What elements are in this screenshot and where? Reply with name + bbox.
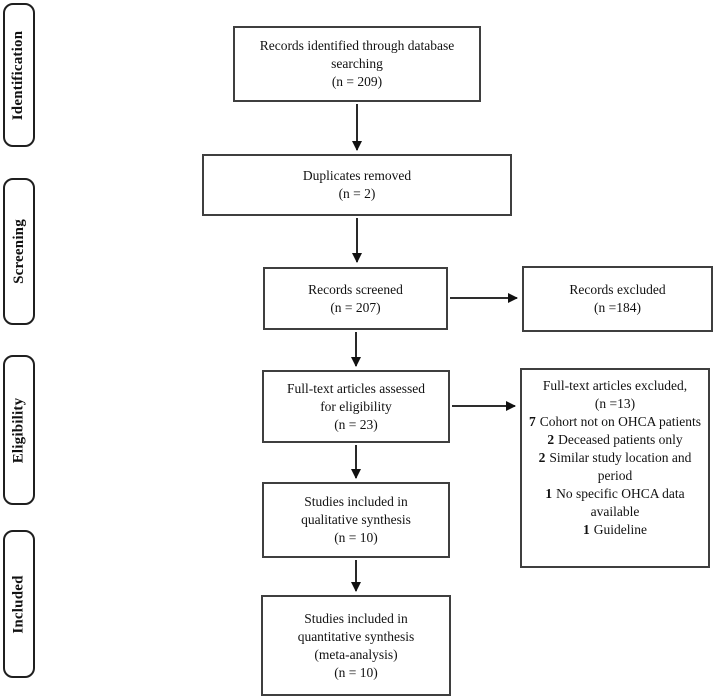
- stage-identification-label: Identification: [10, 30, 27, 120]
- stage-screening-label: Screening: [10, 219, 27, 284]
- stage-eligibility: Eligibility: [3, 355, 35, 505]
- exclusion-reason-3-count: 2: [538, 450, 546, 465]
- stage-identification: Identification: [3, 3, 35, 147]
- exclusion-reason-1-text: Cohort not on OHCA patients: [539, 414, 701, 429]
- box-records-screened-label: Records screened (n = 207): [308, 281, 403, 315]
- box-records-identified: Records identified through database sear…: [233, 26, 481, 102]
- box-records-screened: Records screened (n = 207): [263, 267, 448, 330]
- box-qualitative-synthesis-label: Studies included in qualitative synthesi…: [301, 494, 411, 545]
- box-qualitative-synthesis: Studies included in qualitative synthesi…: [262, 482, 450, 558]
- stage-included: Included: [3, 530, 35, 678]
- stage-eligibility-label: Eligibility: [10, 397, 27, 463]
- exclusion-reason-5-count: 1: [583, 522, 590, 537]
- exclusion-reason-3-text: Similar study location and period: [549, 450, 692, 483]
- box-quantitative-synthesis: Studies included in quantitative synthes…: [261, 595, 451, 696]
- exclusion-reason-2-text: Deceased patients only: [558, 432, 683, 447]
- exclusion-reason-2-count: 2: [547, 432, 555, 447]
- exclusion-reason-4-text: No specific OHCA data available: [556, 486, 685, 519]
- box-fulltext-excluded-header: Full-text articles excluded, (n =13): [542, 378, 688, 411]
- exclusion-reason-5-text: Guideline: [593, 522, 647, 537]
- box-records-excluded: Records excluded (n =184): [522, 266, 713, 332]
- box-quantitative-synthesis-label: Studies included in quantitative synthes…: [297, 610, 415, 680]
- box-duplicates-removed: Duplicates removed (n = 2): [202, 154, 512, 216]
- box-duplicates-removed-label: Duplicates removed (n = 2): [302, 168, 412, 201]
- box-records-excluded-label: Records excluded (n =184): [569, 282, 666, 315]
- exclusion-reason-4-count: 1: [545, 486, 553, 501]
- stage-included-label: Included: [10, 574, 27, 634]
- box-fulltext-assessed-label: Full-text articles assessed for eligibil…: [287, 380, 425, 432]
- box-records-identified-label: Records identified through database sear…: [259, 38, 455, 89]
- exclusion-reason-1-count: 7: [529, 414, 536, 429]
- box-fulltext-assessed: Full-text articles assessed for eligibil…: [262, 370, 450, 443]
- stage-screening: Screening: [3, 178, 35, 325]
